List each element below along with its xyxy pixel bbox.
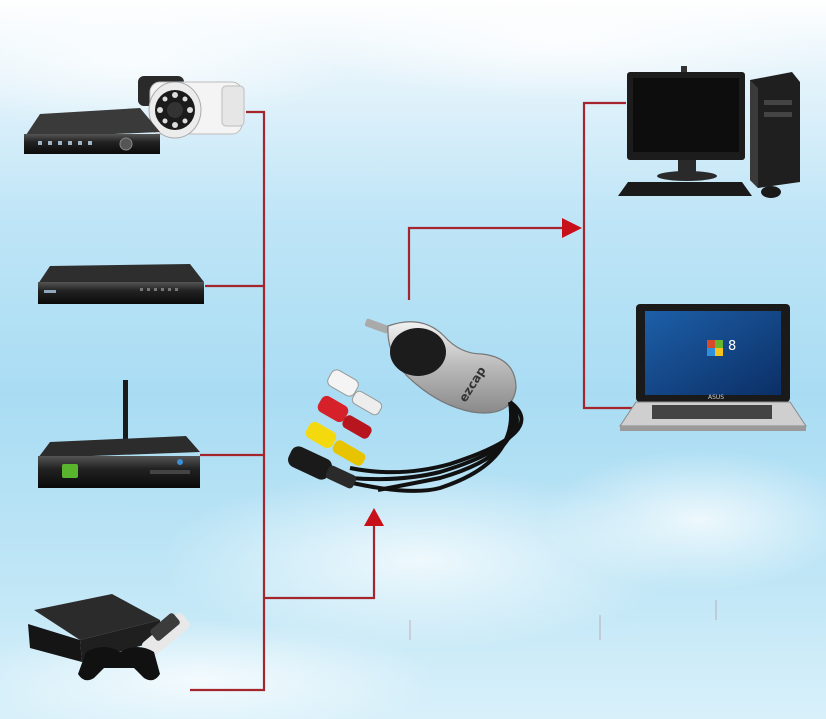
- arrowheads: [364, 218, 582, 526]
- security-camera-icon: [138, 76, 245, 139]
- usb-capture-device-icon: ezcap: [288, 318, 524, 493]
- rca-plug-white: [327, 369, 383, 416]
- laptop-brand-label: ASUS: [708, 394, 724, 401]
- dvd-player-icon: [38, 264, 204, 304]
- device-to-pc-line: [407, 226, 566, 300]
- rca-plug-red: [317, 395, 372, 439]
- pc-bus-line: [582, 101, 632, 410]
- desktop-computer-icon: [618, 66, 800, 198]
- s-video-plug: [288, 446, 357, 489]
- rca-plug-yellow: [305, 421, 366, 466]
- arrow-right-head: [562, 218, 582, 238]
- laptop-screen-label: 8: [728, 339, 736, 354]
- set-top-box-icon: [38, 380, 200, 488]
- connection-lines: [190, 101, 632, 692]
- camera-connector-line: [190, 110, 266, 692]
- dvr-recorder-icon: [24, 108, 160, 154]
- game-console-icon: [28, 594, 191, 681]
- arrow-up-head: [364, 508, 384, 526]
- laptop-icon: 8 ASUS: [619, 304, 807, 431]
- input-to-device-line: [264, 525, 376, 600]
